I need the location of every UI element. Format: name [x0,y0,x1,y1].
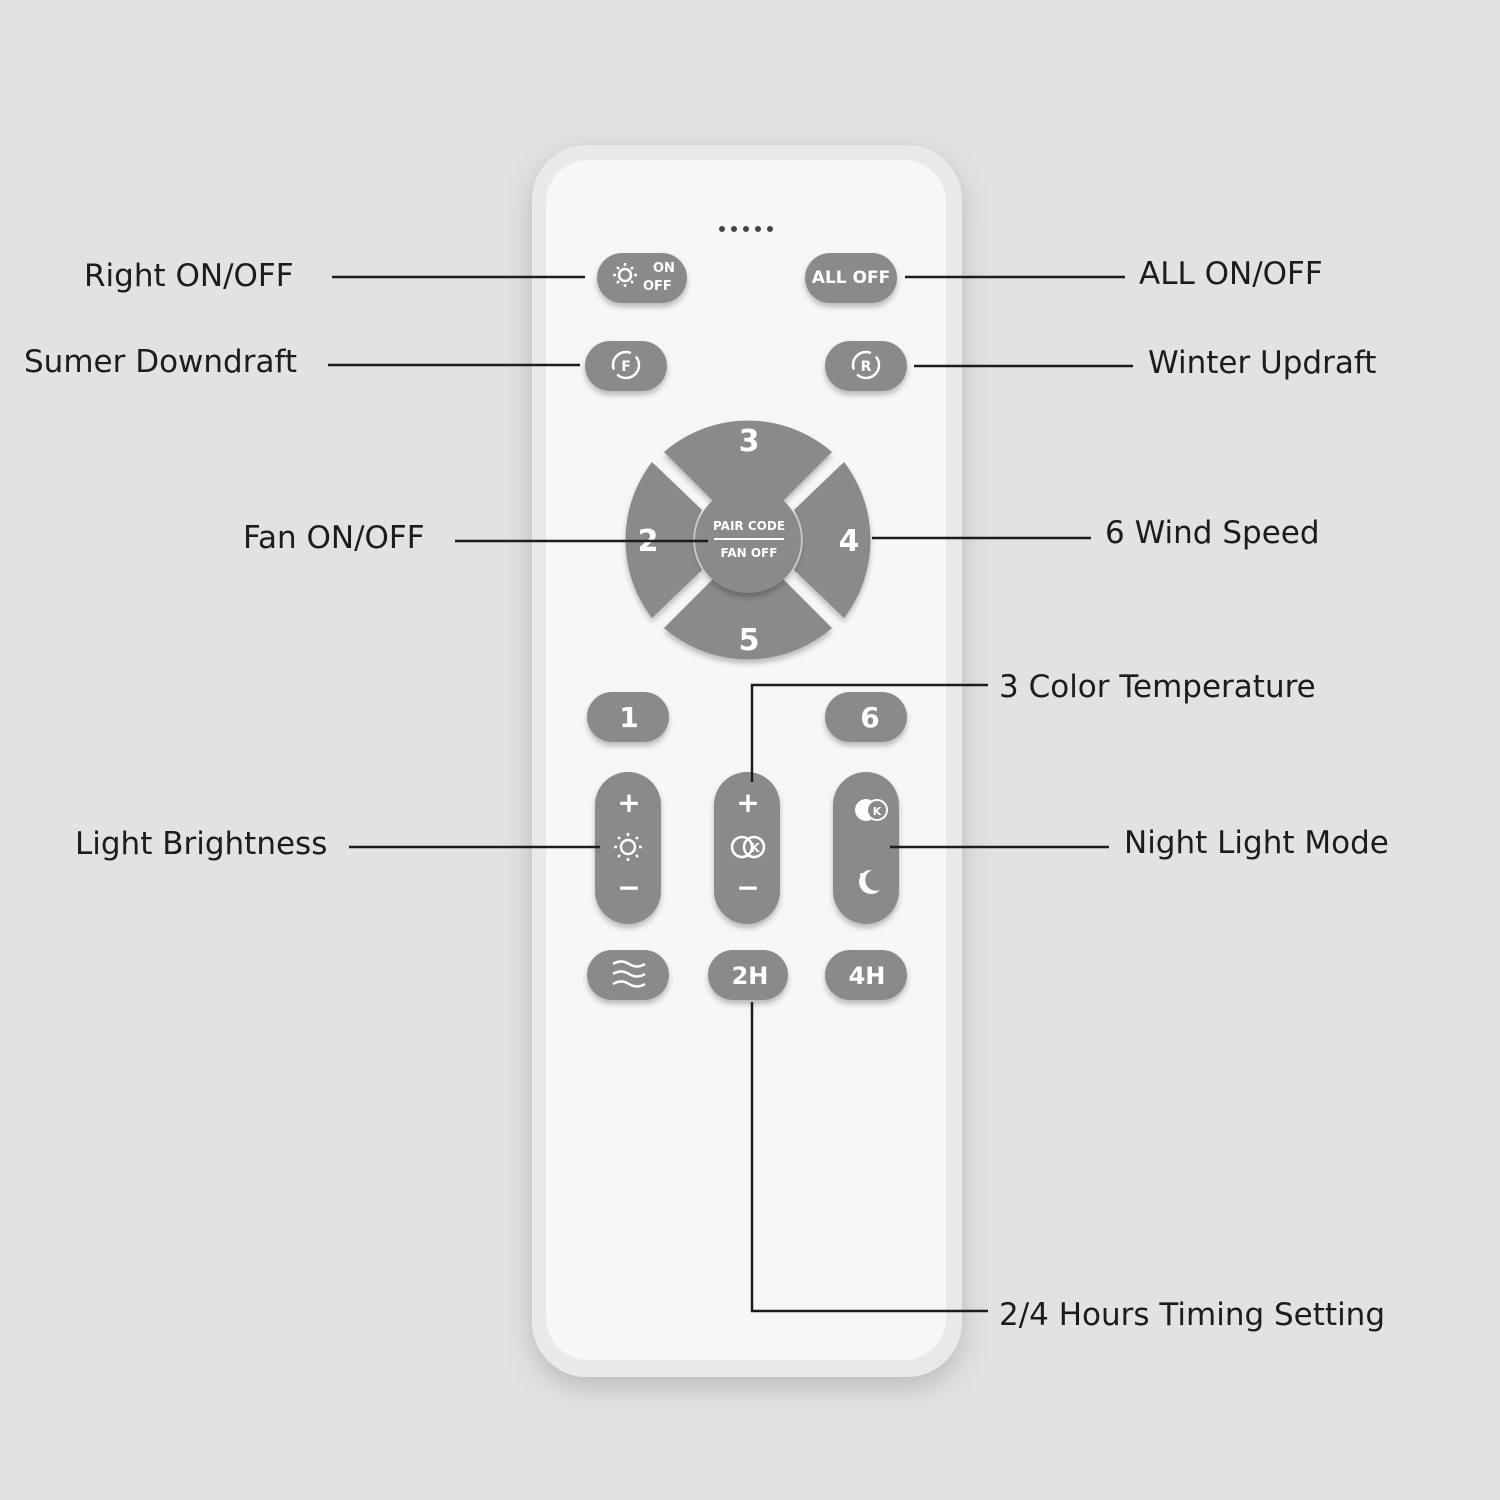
color-temp-plus-button[interactable]: + [736,786,759,819]
speed-6-button[interactable]: 6 [825,692,907,742]
color-temperature-rocker[interactable]: + K − [714,772,780,924]
pair-code-label: PAIR CODE [713,519,785,533]
kelvin-letter: K [750,841,760,855]
updraft-letter: R [861,359,872,375]
speed-5-label: 5 [739,623,760,658]
timer-4h-label: 4H [849,962,886,990]
callout-fan-on-off: Fan ON/OFF [243,520,425,556]
all-off-button[interactable]: ALL OFF [805,253,897,303]
brightness-minus-button[interactable]: − [617,871,640,904]
pair-code-fan-off-button[interactable]: PAIR CODE FAN OFF [695,487,801,593]
fan-direction-icon: R [851,350,881,380]
callout-sumer-downdraft: Sumer Downdraft [24,344,297,380]
callout-night-light-mode: Night Light Mode [1124,825,1389,861]
speed-3-label: 3 [739,424,760,459]
sun-icon [614,833,642,861]
downdraft-button[interactable]: F [585,341,667,391]
kelvin-icon: K [855,799,888,821]
color-temp-minus-button[interactable]: − [736,871,759,904]
updraft-button[interactable]: R [825,341,907,391]
speed-3-button[interactable] [664,420,832,506]
breeze-mode-button[interactable] [587,950,669,1000]
led-dots-icon [719,226,773,232]
breeze-icon [612,960,646,988]
leader-lines [328,275,1133,1313]
timer-2h-button[interactable]: 2H [708,950,788,1000]
speed-6-label: 6 [860,701,879,734]
brightness-rocker[interactable]: + − [595,772,661,924]
moon-icon [859,869,880,894]
timer-4h-button[interactable]: 4H [825,950,907,1000]
callout-light-brightness: Light Brightness [75,826,328,862]
sun-icon [613,263,637,287]
speed-1-button[interactable]: 1 [587,692,669,742]
callout-timing-setting: 2/4 Hours Timing Setting [999,1297,1386,1333]
timer-2h-label: 2H [732,962,769,990]
kelvin-icon: K [730,835,766,859]
remote-body [532,145,962,1377]
night-kelvin-letter: K [873,805,882,818]
speed-1-label: 1 [619,701,638,734]
all-off-label: ALL OFF [812,268,890,288]
off-label: OFF [643,279,672,294]
fan-off-label: FAN OFF [721,546,778,560]
leader-color-temperature [750,683,988,782]
callout-wind-speed: 6 Wind Speed [1105,515,1320,551]
night-light-rocker[interactable]: K [833,772,899,924]
leader-timing [750,1002,988,1313]
brightness-plus-button[interactable]: + [617,786,640,819]
downdraft-letter: F [621,359,631,375]
speed-4-button[interactable] [794,462,871,618]
callout-color-temperature: 3 Color Temperature [999,669,1316,705]
callout-winter-updraft: Winter Updraft [1148,345,1377,381]
speed-4-label: 4 [839,524,860,559]
callout-right-on-off: Right ON/OFF [84,258,294,294]
on-label: ON [653,261,675,276]
fan-direction-icon: F [611,350,641,380]
callout-all-on-off: ALL ON/OFF [1139,256,1323,292]
light-on-off-button[interactable]: ON OFF [597,253,687,303]
speed-5-button[interactable] [664,574,832,660]
